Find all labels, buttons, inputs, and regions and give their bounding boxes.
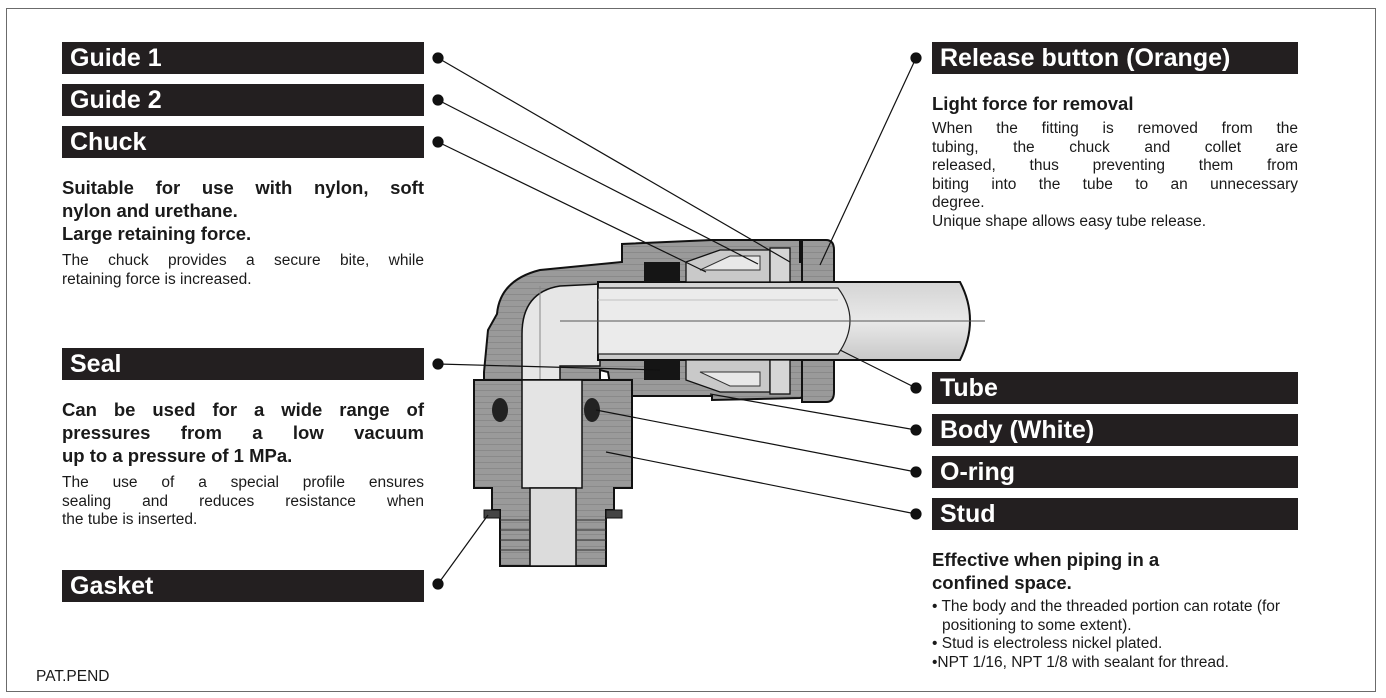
stud-heading: Effective when piping in a confined spac… bbox=[932, 548, 1298, 594]
diagram-frame bbox=[6, 8, 1376, 692]
seal-heading: Can be used for a wide range of pressure… bbox=[62, 398, 424, 467]
seal-heading-line: up to a pressure of 1 MPa. bbox=[62, 445, 293, 466]
label-guide-2: Guide 2 bbox=[62, 84, 424, 116]
seal-part bbox=[644, 262, 680, 282]
release-description-line: When the fitting is removed from the bbox=[932, 120, 1298, 137]
callout-dot-chuck bbox=[432, 136, 444, 148]
stud-part bbox=[473, 379, 633, 567]
callout-dot-guide-2 bbox=[432, 94, 444, 106]
stud-bullet: •NPT 1/16, NPT 1/8 with sealant for thre… bbox=[932, 653, 1229, 671]
stud-bullet: • The body and the threaded portion can … bbox=[932, 598, 1281, 634]
label-body: Body (White) bbox=[932, 414, 1298, 446]
chuck-heading-line: Suitable for use with nylon, soft bbox=[62, 177, 424, 198]
chuck-heading-line: Large retaining force. bbox=[62, 223, 252, 244]
release-description-line: tubing, the chuck and collet are bbox=[932, 138, 1298, 156]
label-chuck: Chuck bbox=[62, 126, 424, 158]
chuck-description-line: The chuck provides a secure bite, while bbox=[62, 252, 424, 269]
label-seal: Seal bbox=[62, 348, 424, 380]
stud-bullet: • Stud is electroless nickel plated. bbox=[932, 635, 1163, 652]
seal-description-line: sealing and reduces resistance when bbox=[62, 492, 424, 510]
chuck-description: The chuck provides a secure bite, while … bbox=[62, 252, 424, 289]
label-o-ring: O-ring bbox=[932, 456, 1298, 488]
seal-description-line: the tube is inserted. bbox=[62, 511, 198, 528]
release-description: When the fitting is removed from the tub… bbox=[932, 120, 1298, 231]
internal-components bbox=[644, 247, 791, 395]
stud-heading-line: Effective when piping in a bbox=[932, 549, 1160, 570]
label-stud: Stud bbox=[932, 498, 1298, 530]
label-guide-1: Guide 1 bbox=[62, 42, 424, 74]
seal-description: The use of a special profile ensures sea… bbox=[62, 474, 424, 530]
callout-dot-o-ring bbox=[910, 466, 922, 478]
label-gasket: Gasket bbox=[62, 570, 424, 602]
callout-dot-body bbox=[910, 424, 922, 436]
label-tube: Tube bbox=[932, 372, 1298, 404]
callout-dot-gasket bbox=[432, 578, 444, 590]
release-description-line: biting into the tube to an unnecessary bbox=[932, 175, 1298, 193]
seal-heading-line: pressures from a low vacuum bbox=[62, 422, 424, 443]
chuck-description-line: retaining force is increased. bbox=[62, 270, 252, 288]
label-release-button: Release button (Orange) bbox=[932, 42, 1298, 74]
stud-bullets: • The body and the threaded portion can … bbox=[932, 598, 1298, 672]
callout-dot-release bbox=[910, 52, 922, 64]
callout-dot-stud bbox=[910, 508, 922, 520]
callout-dot-guide-1 bbox=[432, 52, 444, 64]
tube-part bbox=[560, 281, 985, 361]
chuck-heading: Suitable for use with nylon, soft nylon … bbox=[62, 176, 424, 245]
o-ring-part bbox=[492, 398, 508, 422]
leader-lines bbox=[432, 52, 922, 590]
callout-dot-seal bbox=[432, 358, 444, 370]
stud-heading-line: confined space. bbox=[932, 572, 1072, 593]
callout-dot-tube bbox=[910, 382, 922, 394]
seal-heading-line: Can be used for a wide range of bbox=[62, 399, 424, 420]
release-button-part bbox=[801, 239, 835, 283]
chuck-heading-line: nylon and urethane. bbox=[62, 200, 238, 221]
release-heading: Light force for removal bbox=[932, 93, 1134, 114]
release-extra-line: Unique shape allows easy tube release. bbox=[932, 212, 1207, 230]
release-description-line: degree. bbox=[932, 194, 985, 211]
seal-description-line: The use of a special profile ensures bbox=[62, 474, 424, 491]
gasket-part bbox=[483, 509, 501, 519]
release-description-line: released, thus preventing them from bbox=[932, 157, 1298, 174]
patent-pending-note: PAT.PEND bbox=[36, 668, 110, 685]
